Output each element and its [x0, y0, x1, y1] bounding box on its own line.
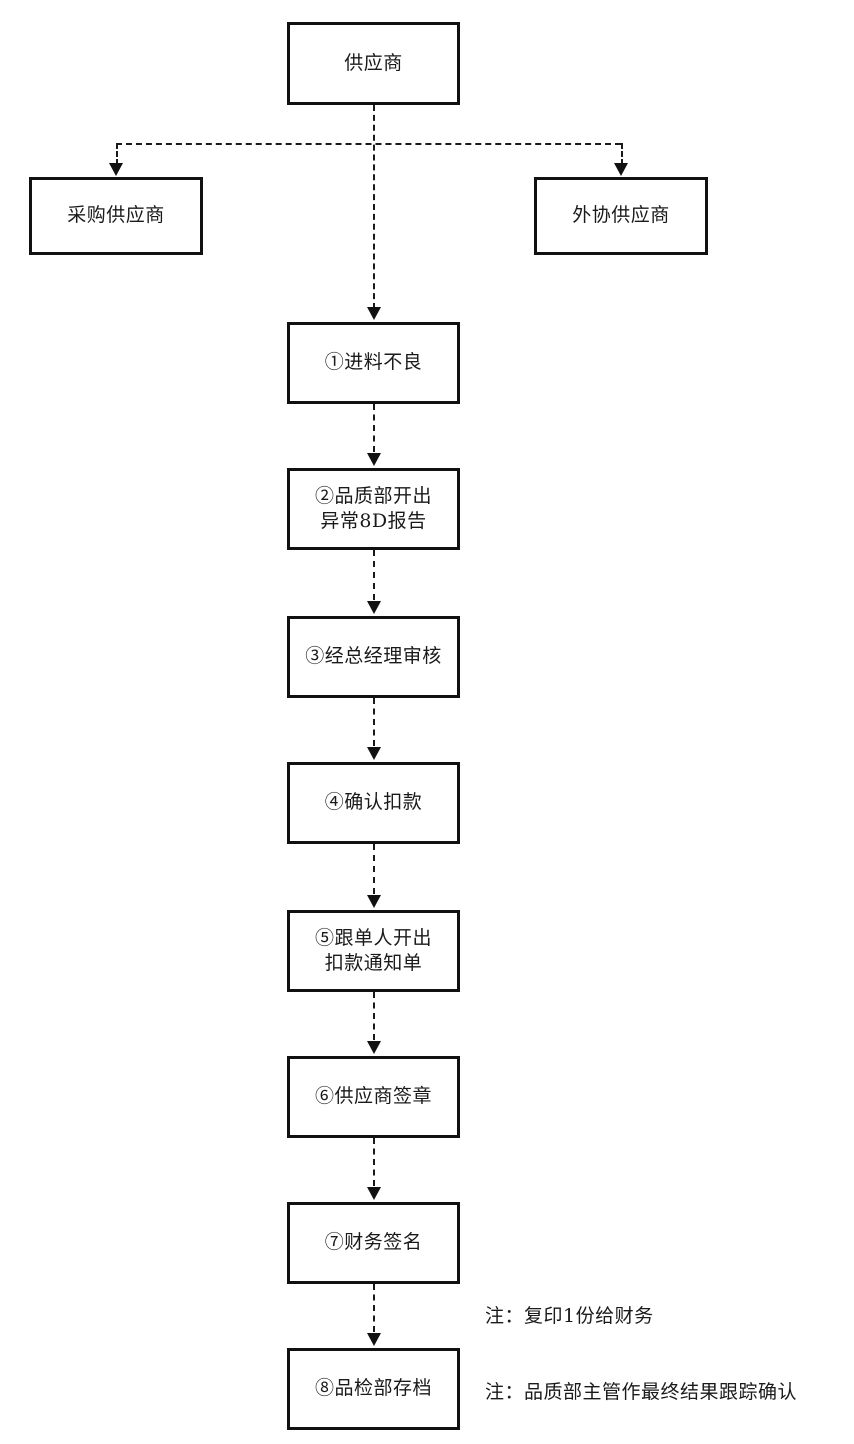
- node-step-8[interactable]: ⑧品检部存档: [287, 1348, 460, 1430]
- connector-step2-to-step3: [373, 550, 375, 600]
- arrowhead-step1-to-step2: [367, 453, 381, 466]
- connector-branch-bus: [116, 143, 621, 145]
- connector-step5-to-step6: [373, 992, 375, 1040]
- node-step-5[interactable]: ⑤跟单人开出 扣款通知单: [287, 910, 460, 992]
- node-purchase-supplier[interactable]: 采购供应商: [29, 177, 203, 255]
- connector-step3-to-step4: [373, 698, 375, 746]
- node-step-7[interactable]: ⑦财务签名: [287, 1202, 460, 1284]
- connector-branch-right-drop: [621, 143, 623, 165]
- connector-supplier-stem: [373, 105, 375, 309]
- note-copy-finance: 注：复印1份给财务: [485, 1305, 654, 1327]
- arrowhead-step4-to-step5: [367, 895, 381, 908]
- node-step-1[interactable]: ①进料不良: [287, 322, 460, 404]
- arrowhead-step2-to-step3: [367, 601, 381, 614]
- connector-step1-to-step2: [373, 404, 375, 452]
- note-final-tracking: 注：品质部主管作最终结果跟踪确认: [485, 1381, 798, 1403]
- arrowhead-step3-to-step4: [367, 747, 381, 760]
- arrowhead-step5-to-step6: [367, 1041, 381, 1054]
- connector-step7-to-step8: [373, 1284, 375, 1332]
- arrowhead-step7-to-step8: [367, 1333, 381, 1346]
- node-supplier[interactable]: 供应商: [287, 22, 460, 105]
- connector-branch-left-drop: [116, 143, 118, 165]
- node-step-3[interactable]: ③经总经理审核: [287, 616, 460, 698]
- arrowhead-to-purchase-supplier: [109, 163, 123, 176]
- arrowhead-to-outsource-supplier: [614, 163, 628, 176]
- node-step-6[interactable]: ⑥供应商签章: [287, 1056, 460, 1138]
- node-step-2[interactable]: ②品质部开出 异常8D报告: [287, 468, 460, 550]
- arrowhead-supplier-to-step1: [367, 307, 381, 320]
- node-step-4[interactable]: ④确认扣款: [287, 762, 460, 844]
- node-outsource-supplier[interactable]: 外协供应商: [534, 177, 708, 255]
- connector-step4-to-step5: [373, 844, 375, 894]
- arrowhead-step6-to-step7: [367, 1187, 381, 1200]
- connector-step6-to-step7: [373, 1138, 375, 1186]
